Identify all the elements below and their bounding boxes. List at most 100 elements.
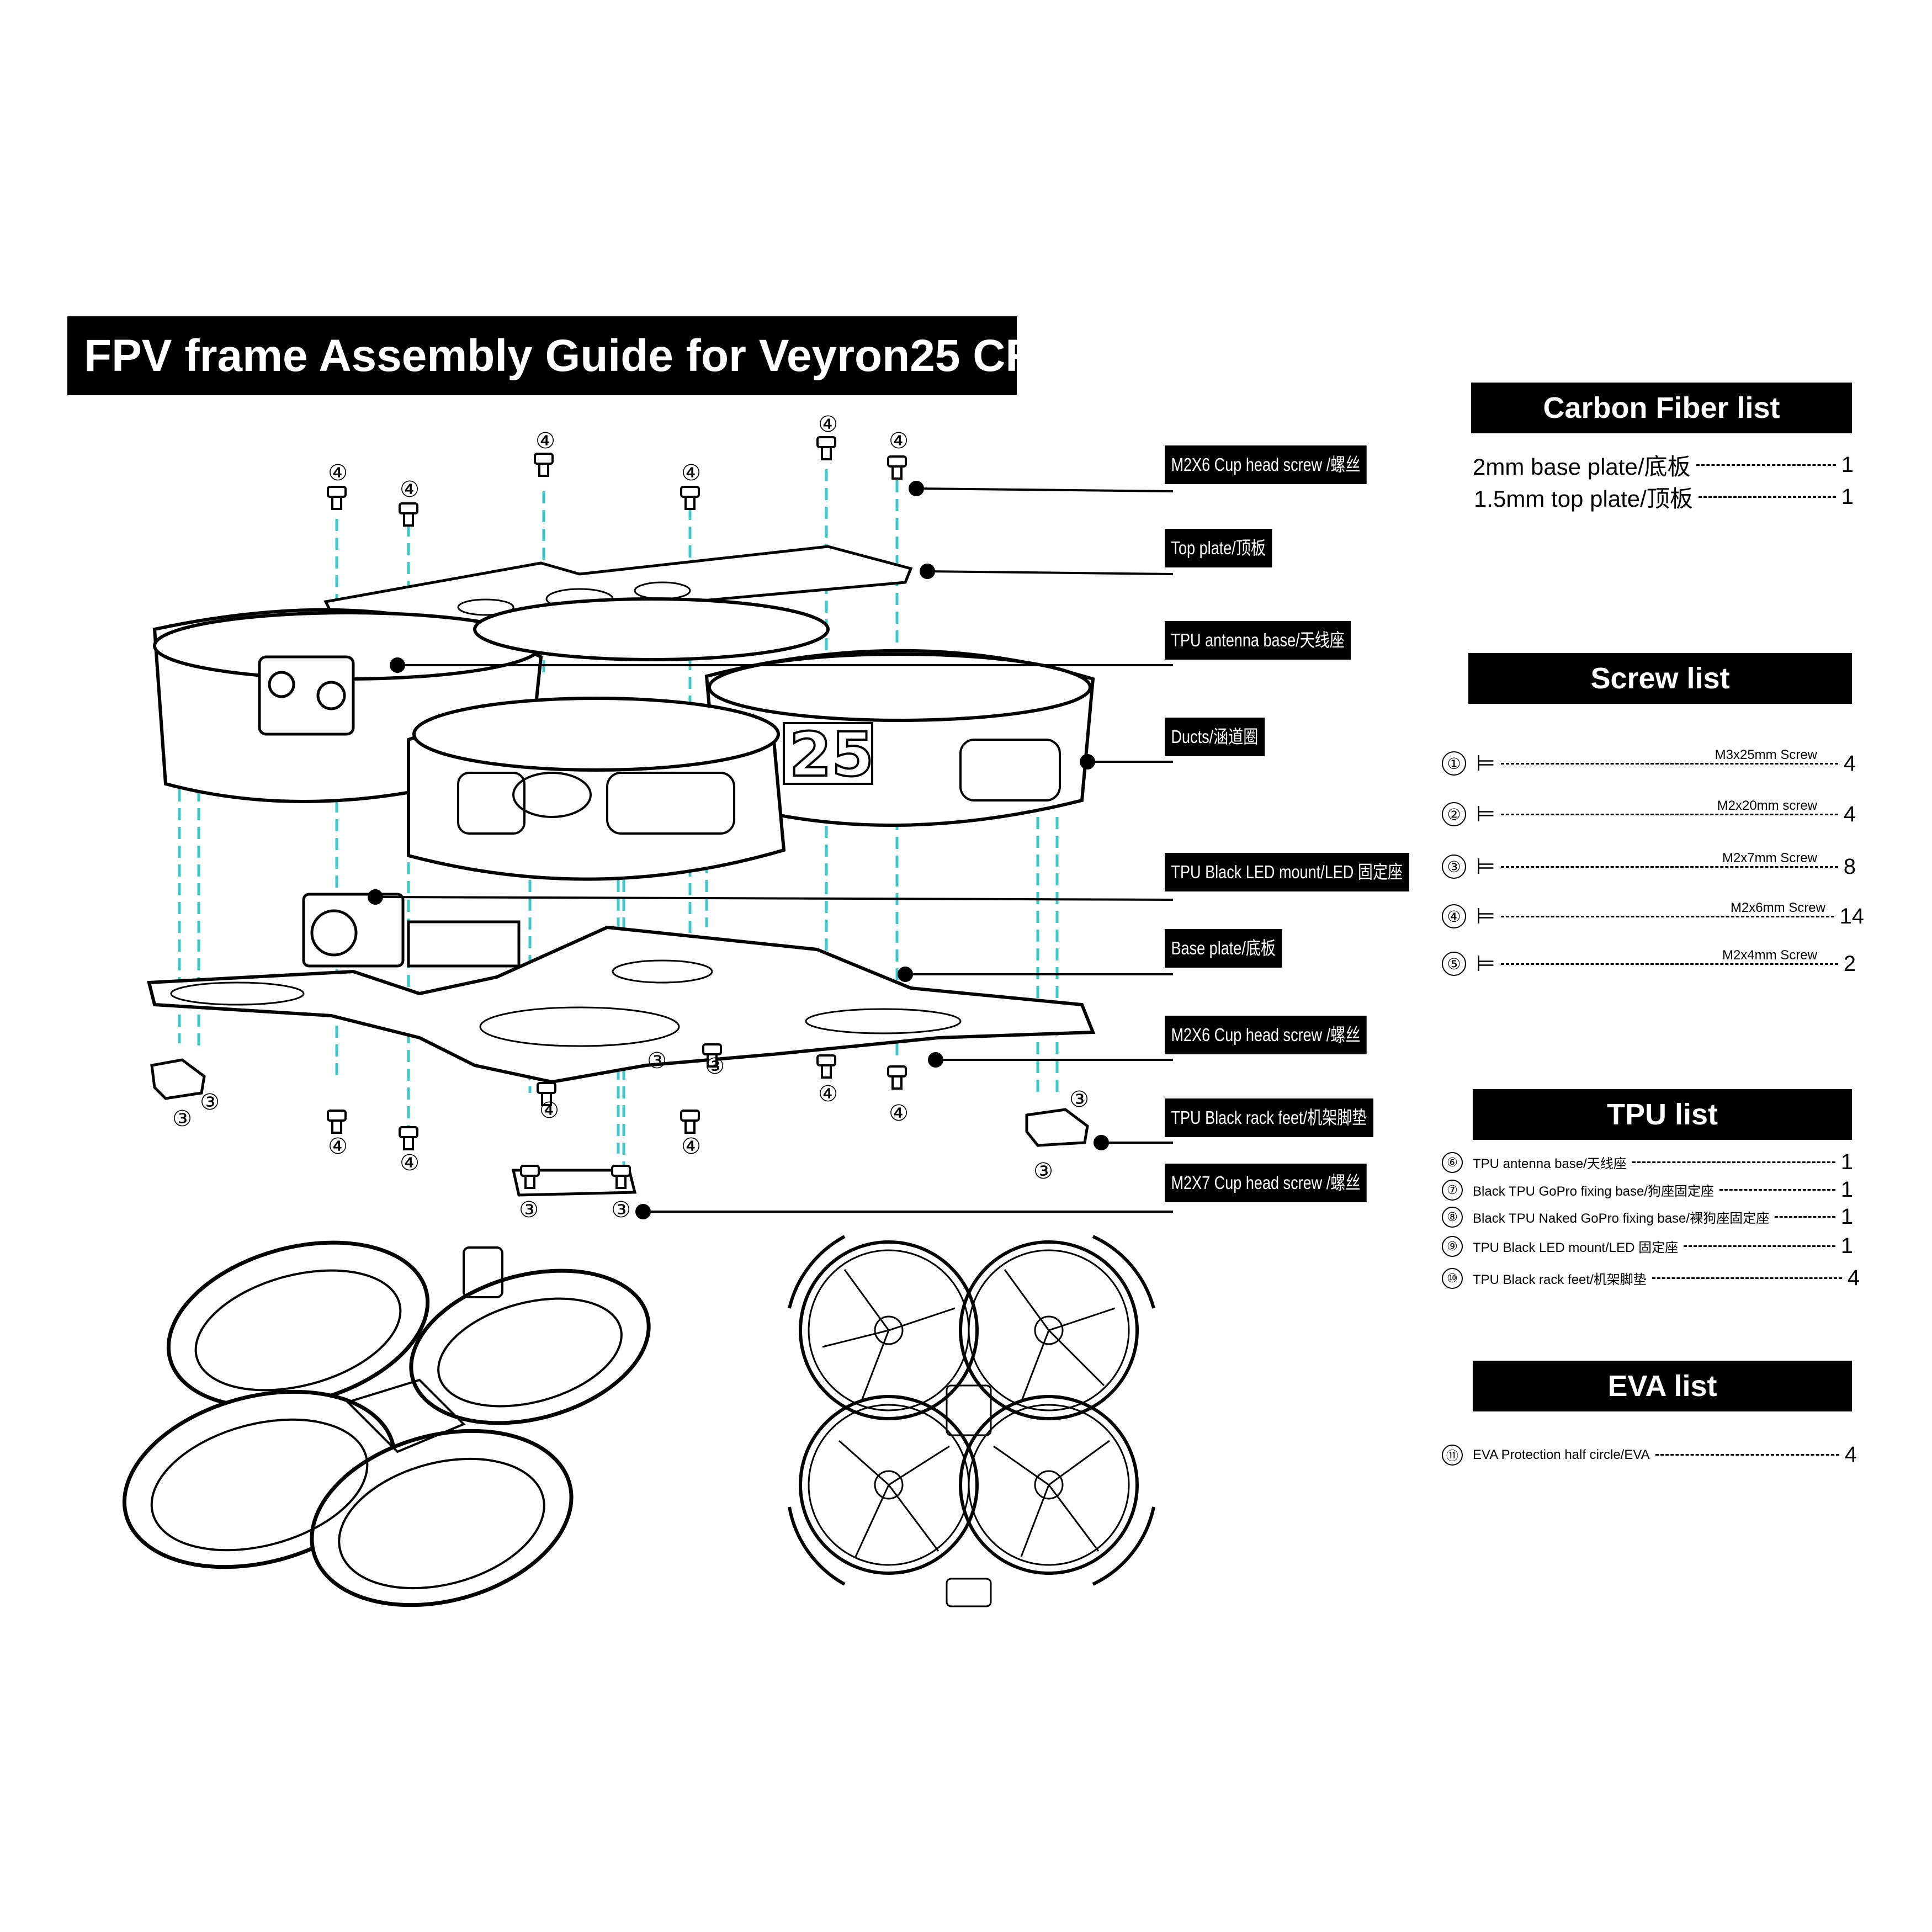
callout-antenna-base: TPU antenna base/天线座 [1165,621,1351,660]
dash-leader [1500,762,1838,765]
screw-icon: ⊨ [1476,802,1495,826]
item-number: ⑤ [1442,952,1466,976]
item-number: ② [1442,802,1466,826]
tpu-list-heading: TPU list [1473,1089,1852,1140]
dash-leader [1696,464,1836,466]
list-item: ④ ⊨ 14 M2x6mm Screw [1442,900,1865,929]
item-name: TPU Black rack feet/机架脚垫 [1473,1272,1647,1287]
item-qty: 1 [1840,1234,1853,1258]
svg-text:④: ④ [400,477,420,502]
svg-text:④: ④ [539,1098,559,1123]
item-qty: 1 [1840,1177,1853,1202]
item-qty: 1 [1841,485,1854,509]
item-number: ⑪ [1442,1444,1463,1466]
callout-base-plate: Base plate/底板 [1165,929,1282,968]
svg-text:④: ④ [889,1101,909,1126]
item-qty: 4 [1843,802,1856,826]
item-number: ⑥ [1442,1151,1463,1173]
screw-icon: ⊨ [1476,751,1495,776]
svg-text:④: ④ [681,1134,701,1159]
duct-logo: 25 [789,719,874,790]
item-qty: 4 [1847,1266,1860,1290]
dash-leader [1500,866,1838,868]
leader-lines [368,481,1174,1219]
led-mount [302,893,521,968]
list-item: ③ ⊨ 8 M2x7mm Screw [1442,851,1856,879]
item-qty: 4 [1843,751,1856,776]
callout-rack-feet: TPU Black rack feet/机架脚垫 [1165,1098,1373,1137]
item-name: EVA Protection half circle/EVA [1473,1447,1650,1462]
item-name: 2mm base plate/底板 [1473,454,1691,480]
screw-icon: ⊨ [1476,952,1495,976]
callout-ducts: Ducts/涵道圈 [1165,718,1265,756]
svg-text:③: ③ [200,1090,220,1115]
screw-list-heading: Screw list [1468,653,1852,704]
item-number: ⑨ [1442,1235,1463,1257]
item-qty: 4 [1844,1442,1857,1467]
eva-list-heading: EVA list [1473,1361,1852,1411]
eva-protection-arcs [788,1235,1155,1586]
svg-text:④: ④ [400,1150,420,1176]
dash-leader [1684,1245,1835,1247]
dash-leader [1655,1454,1839,1456]
dash-leader [1698,496,1836,498]
part-number-labels: ④ ④ ④ ④ ④ ④ ④ ④ ④ ④ ④ ④ ③ ③ ③ ③ ③ ③ ③ ③ [172,412,1089,1223]
svg-text:④: ④ [328,1134,348,1159]
item-name: M2x6mm Screw [1730,900,1825,915]
item-name: TPU antenna base/天线座 [1473,1156,1627,1171]
rack-feet [150,1058,1089,1197]
svg-text:④: ④ [818,412,838,437]
svg-text:④: ④ [328,460,348,486]
item-qty: 8 [1843,854,1856,879]
dash-leader [1500,915,1834,917]
item-number: ⑦ [1442,1179,1463,1201]
list-item: 2mm base plate/底板 1 [1473,448,1854,482]
dash-leader [1632,1161,1835,1163]
assembled-perspective-view [122,1240,651,1607]
list-item: ⑩ TPU Black rack feet/机架脚垫 4 [1442,1266,1860,1291]
base-plate [147,925,1096,1084]
item-qty: 14 [1839,904,1865,928]
callout-m2x7-screws: M2X7 Cup head screw /螺丝 [1165,1164,1367,1202]
item-number: ⑧ [1442,1206,1463,1228]
callout-bottom-screws: M2X6 Cup head screw /螺丝 [1165,1016,1367,1054]
dash-leader [1775,1216,1835,1218]
callout-top-plate: Top plate/顶板 [1165,529,1272,567]
antenna-base [258,655,355,736]
item-qty: 2 [1843,951,1856,976]
list-item: ⑧ Black TPU Naked GoPro fixing base/裸狗座固… [1442,1204,1853,1229]
screw-icon: ⊨ [1476,854,1495,879]
item-name: M2x7mm Screw [1722,851,1817,866]
item-qty: 1 [1840,1204,1853,1229]
page-title: FPV frame Assembly Guide for Veyron25 CR [67,316,1038,395]
carbon-fiber-heading: Carbon Fiber list [1471,383,1852,433]
svg-text:④: ④ [889,428,909,454]
list-item: 1.5mm top plate/顶板 1 [1474,480,1854,514]
exploded-assembly-diagram: 25 ④ ④ ④ ④ ④ [147,412,1174,1223]
item-name: 1.5mm top plate/顶板 [1474,486,1693,512]
item-name: Black TPU GoPro fixing base/狗座固定座 [1473,1184,1715,1199]
dash-leader [1500,963,1838,965]
item-name: M2x4mm Screw [1722,948,1817,963]
item-number: ⑩ [1442,1267,1463,1289]
svg-text:④: ④ [535,428,555,454]
svg-text:③: ③ [1069,1087,1089,1112]
svg-text:③: ③ [611,1197,631,1223]
screw-icon: ⊨ [1476,904,1495,928]
callout-top-screws: M2X6 Cup head screw /螺丝 [1165,445,1367,484]
list-item: ⑥ TPU antenna base/天线座 1 [1442,1150,1853,1175]
list-item: ⑨ TPU Black LED mount/LED 固定座 1 [1442,1234,1853,1259]
svg-text:③: ③ [172,1106,192,1132]
item-number: ④ [1442,904,1466,928]
svg-text:④: ④ [681,460,701,486]
dash-leader [1652,1277,1842,1279]
svg-text:③: ③ [705,1054,725,1079]
svg-text:④: ④ [818,1081,838,1107]
item-name: M2x20mm screw [1717,798,1817,813]
assembled-top-view [788,1235,1155,1607]
svg-text:③: ③ [519,1197,539,1223]
callout-led-mount: TPU Black LED mount/LED 固定座 [1165,853,1409,891]
item-qty: 1 [1840,1150,1853,1174]
item-qty: 1 [1841,453,1854,477]
dash-leader [1719,1189,1835,1191]
